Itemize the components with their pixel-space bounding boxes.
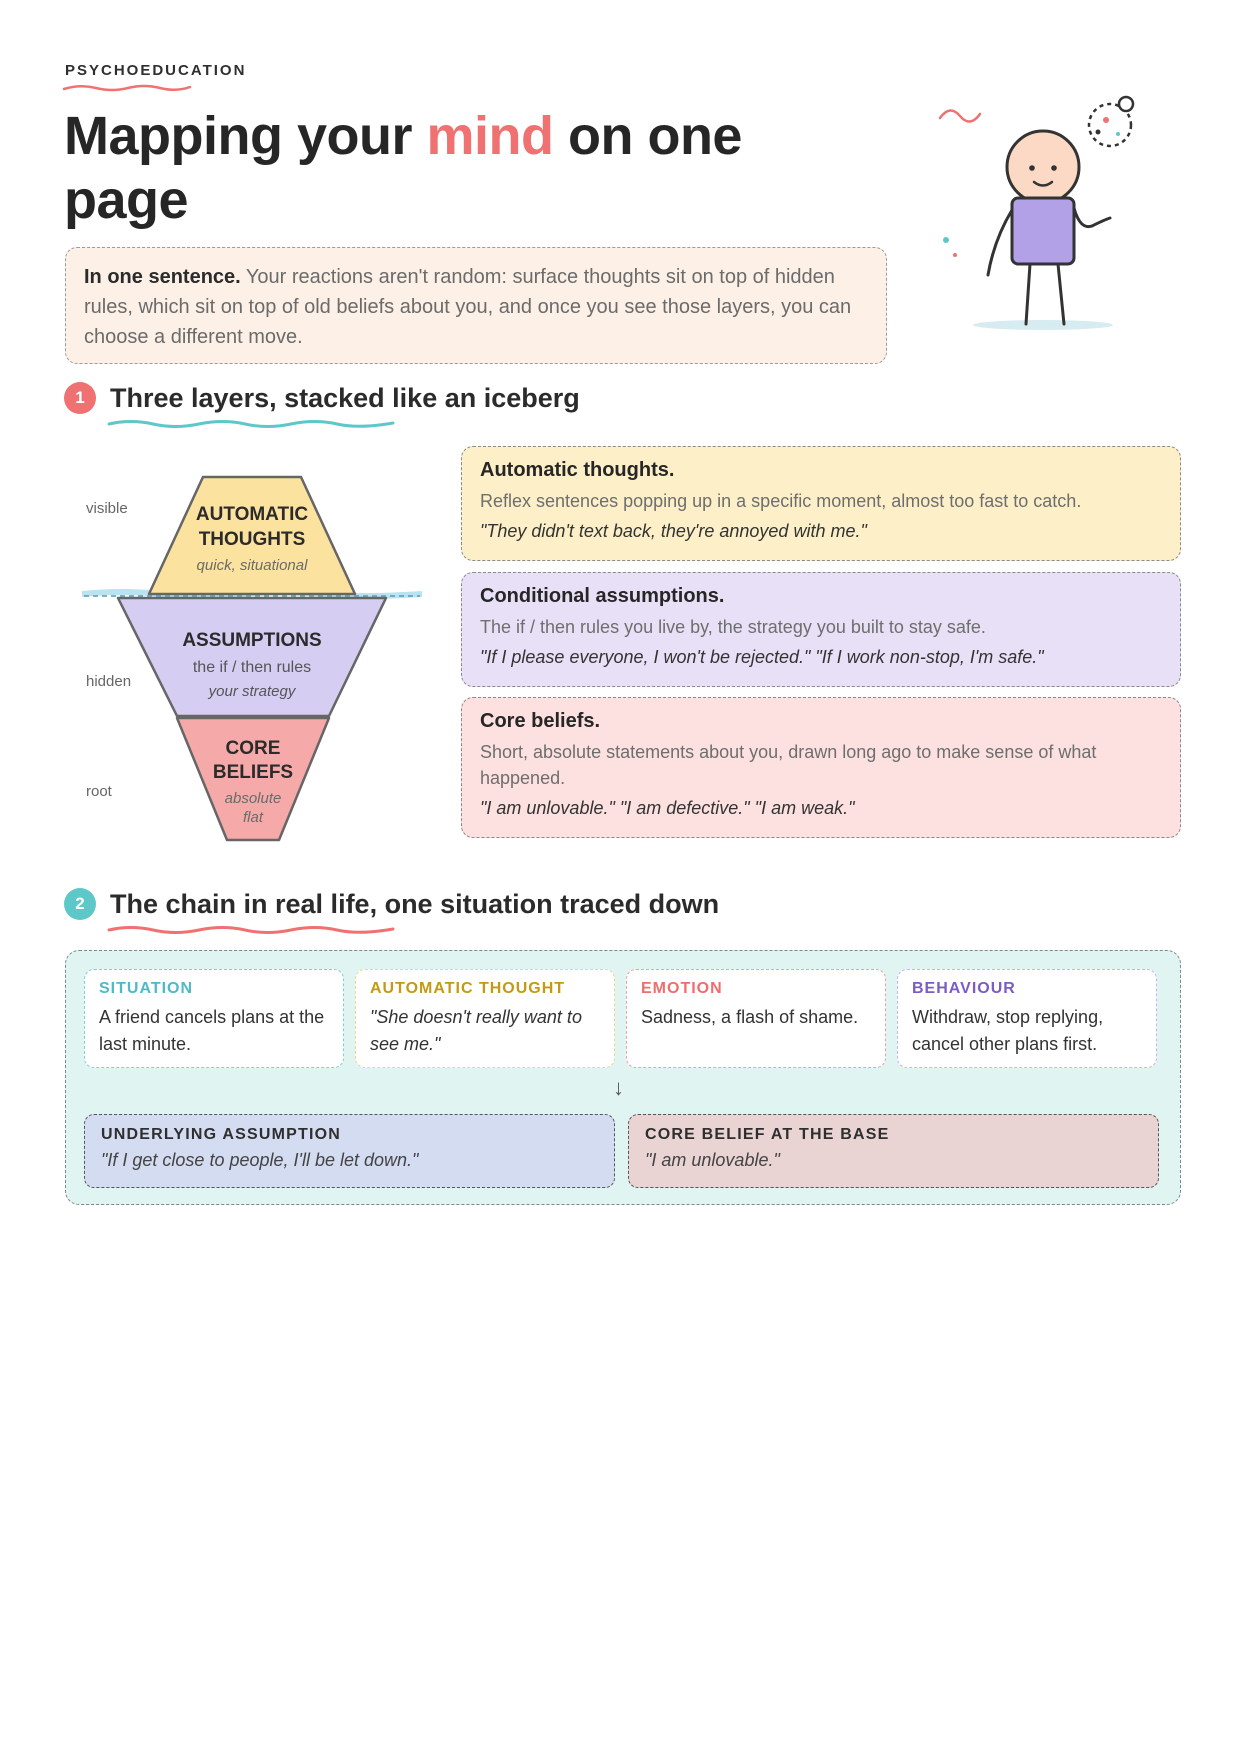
step-emotion: EMOTION Sadness, a flash of shame. [626, 969, 886, 1068]
card-title: Conditional assumptions. [480, 585, 725, 607]
card-desc: Short, absolute statements about you, dr… [480, 742, 1097, 788]
summary-box: In one sentence. Your reactions aren't r… [65, 247, 887, 364]
card-conditional-assumptions: Conditional assumptions. The if / then r… [461, 572, 1181, 687]
card-title: Automatic thoughts. [480, 459, 675, 481]
iceberg-bottom-sub-2: flat [243, 809, 264, 826]
title-part-2: on one page [64, 106, 742, 230]
summary-text: Your reactions aren't random: surface th… [84, 266, 852, 348]
step-text: Withdraw, stop replying, cancel other pl… [912, 1007, 1104, 1054]
iceberg-top-sub: quick, situational [197, 557, 309, 574]
underlying-assumption-box: UNDERLYING ASSUMPTION "If I get close to… [84, 1114, 615, 1188]
section-1-underline [107, 420, 395, 428]
title-accent: mind [426, 106, 554, 166]
section-1-title: Three layers, stacked like an iceberg [110, 382, 580, 413]
section-1-heading: 1 Three layers, stacked like an iceberg [64, 382, 580, 414]
section-2-title: The chain in real life, one situation tr… [110, 888, 720, 919]
core-belief-box: CORE BELIEF AT THE BASE "I am unlovable.… [628, 1114, 1159, 1188]
assumption-label: UNDERLYING ASSUMPTION [101, 1126, 342, 1143]
core-belief-text: "I am unlovable." [645, 1150, 780, 1170]
card-quote: "They didn't text back, they're annoyed … [480, 521, 867, 541]
summary-lead: In one sentence. [84, 266, 241, 288]
iceberg-top-title-2: THOUGHTS [199, 529, 306, 550]
card-title: Core beliefs. [480, 710, 601, 732]
card-core-beliefs: Core beliefs. Short, absolute statements… [461, 697, 1181, 838]
step-label: SITUATION [99, 980, 194, 997]
section-1-number: 1 [64, 382, 96, 414]
assumption-text: "If I get close to people, I'll be let d… [101, 1150, 419, 1170]
layer-thoughts-shape [147, 475, 357, 596]
iceberg-mid-sub-2: your strategy [208, 683, 297, 700]
iceberg-mid-title: ASSUMPTIONS [182, 630, 321, 651]
card-desc: The if / then rules you live by, the str… [480, 617, 986, 637]
chain-panel: SITUATION A friend cancels plans at the … [65, 950, 1181, 1205]
iceberg-mid-sub-1: the if / then rules [193, 659, 311, 676]
down-arrow-icon: ↓ [613, 1075, 624, 1100]
page-title: Mapping your mind on one page [64, 104, 804, 232]
label-root: root [86, 783, 112, 800]
card-desc: Reflex sentences popping up in a specifi… [480, 491, 1082, 511]
step-label: BEHAVIOUR [912, 980, 1016, 997]
section-2-number: 2 [64, 888, 96, 920]
layer-assumptions-shape [116, 596, 388, 718]
iceberg-diagram: AUTOMATIC THOUGHTS quick, situational AS… [82, 475, 422, 842]
step-text: A friend cancels plans at the last minut… [99, 1007, 325, 1054]
label-visible: visible [86, 500, 128, 517]
step-situation: SITUATION A friend cancels plans at the … [84, 969, 344, 1068]
title-part-1: Mapping your [64, 106, 427, 166]
step-label: EMOTION [641, 980, 723, 997]
card-quote: "I am unlovable." "I am defective." "I a… [480, 798, 855, 818]
step-automatic-thought: AUTOMATIC THOUGHT "She doesn't really wa… [355, 969, 615, 1068]
card-automatic-thoughts: Automatic thoughts. Reflex sentences pop… [461, 446, 1181, 561]
section-2-heading: 2 The chain in real life, one situation … [64, 888, 719, 920]
iceberg-bottom-title-2: BELIEFS [213, 762, 293, 783]
kicker-underline [62, 84, 192, 92]
step-text: Sadness, a flash of shame. [641, 1007, 859, 1027]
step-label: AUTOMATIC THOUGHT [370, 980, 566, 997]
core-belief-label: CORE BELIEF AT THE BASE [645, 1126, 890, 1143]
kicker: PSYCHOEDUCATION [65, 62, 247, 79]
thinking-person-illustration [938, 95, 1135, 330]
iceberg-bottom-title-1: CORE [226, 738, 281, 759]
layer-beliefs-shape [175, 716, 331, 842]
iceberg-top-title-1: AUTOMATIC [196, 504, 309, 525]
section-2-underline [107, 926, 395, 934]
label-hidden: hidden [86, 673, 132, 690]
step-behaviour: BEHAVIOUR Withdraw, stop replying, cance… [897, 969, 1157, 1068]
iceberg-bottom-sub-1: absolute [225, 790, 282, 807]
card-quote: "If I please everyone, I won't be reject… [480, 647, 1044, 667]
step-text: "She doesn't really want to see me." [370, 1007, 582, 1054]
